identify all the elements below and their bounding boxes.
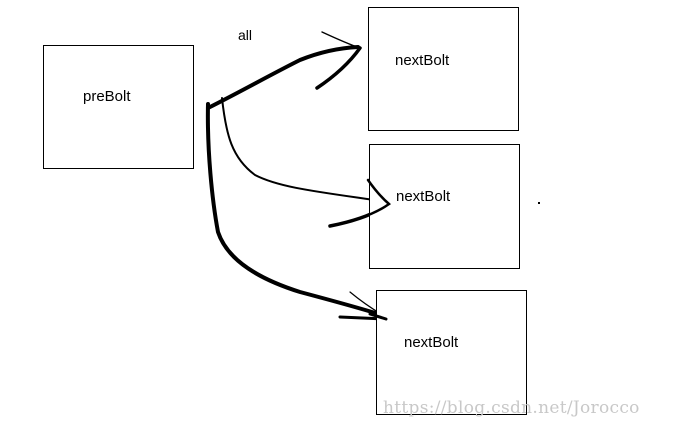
next-bolt-box-3: nextBolt <box>376 290 527 415</box>
arrow-1-shaft <box>206 45 360 110</box>
next-bolt-label-3: nextBolt <box>404 334 459 351</box>
edge-label-all: all <box>238 27 253 43</box>
watermark-url: https://blog.csdn.net/Jorocco <box>383 398 640 418</box>
arrow-2-shaft <box>221 97 389 203</box>
next-bolt-box-1: nextBolt <box>368 7 519 131</box>
arrow-to-next-bolt-2 <box>221 97 391 228</box>
arrow-1-head-upper <box>321 31 361 49</box>
arrow-1-head-lower <box>315 46 362 90</box>
pre-bolt-box: preBolt <box>43 45 194 169</box>
next-bolt-box-2: nextBolt <box>369 144 520 269</box>
arrow-3-shaft <box>205 102 387 318</box>
arrow-to-next-bolt-3 <box>205 102 388 321</box>
next-bolt-label-2: nextBolt <box>396 188 451 205</box>
stray-dot <box>538 202 540 204</box>
pre-bolt-label: preBolt <box>83 88 131 105</box>
arrow-to-next-bolt-1 <box>206 31 362 110</box>
next-bolt-label-1: nextBolt <box>395 52 450 69</box>
